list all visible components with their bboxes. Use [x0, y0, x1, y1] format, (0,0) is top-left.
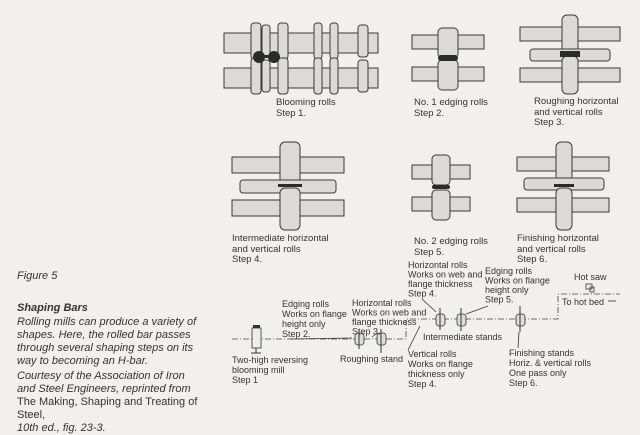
- label-line: Step 4.: [408, 379, 437, 389]
- label-line: flange thickness: [352, 317, 417, 327]
- figure-label: Figure 5: [17, 270, 58, 282]
- label-line: Step 1: [232, 375, 258, 385]
- figure-description: Rolling mills can produce a variety of s…: [17, 316, 197, 367]
- edging-rolls-2-drawing: [411, 154, 471, 221]
- label-line: thickness only: [408, 369, 465, 379]
- label-finishing-stands: Finishing stands Horiz. & vertical rolls…: [509, 348, 592, 388]
- caption-edging-rolls-2: No. 2 edging rolls Step 5.: [414, 236, 488, 258]
- label-line: Works on web and: [352, 308, 426, 318]
- label-line: Works on flange: [408, 359, 473, 369]
- label-horizontal-step4: Horizontal rolls Works on web and flange…: [408, 260, 482, 299]
- label-to-hot-bed: To hot bed: [562, 297, 604, 307]
- caption-line: Step 3.: [534, 117, 565, 128]
- label-line: Works on flange: [485, 276, 550, 286]
- roughing-stands: [354, 329, 387, 353]
- label-line: Edging rolls: [485, 266, 533, 276]
- label-line: Works on flange: [282, 309, 347, 319]
- label-vertical-step4: Vertical rolls Works on flange thickness…: [408, 349, 473, 389]
- figure-title: Shaping Bars: [17, 302, 88, 314]
- caption-line: Step 6.: [517, 254, 548, 265]
- caption-line: Step 1.: [276, 107, 307, 119]
- figure-credit: Courtesy of the Association of Iron and …: [17, 370, 203, 435]
- blooming-rolls-drawing: [223, 22, 379, 95]
- intermediate-stands: [435, 308, 467, 331]
- caption-blooming-rolls: Blooming rolls Step 1.: [276, 97, 336, 119]
- label-edging-step2: Edging rolls Works on flange height only…: [282, 299, 347, 339]
- label-line: Edging rolls: [282, 299, 330, 309]
- credit-suffix: 10th ed., fig. 23-3.: [17, 422, 106, 434]
- label-line: Finishing stands: [509, 348, 575, 358]
- label-line: Step 6.: [509, 378, 538, 388]
- credit-book-title: The Making, Shaping and Treating of Stee…: [17, 396, 198, 421]
- label-hot-saw: Hot saw: [574, 272, 607, 282]
- caption-line: Roughing horizontal: [534, 96, 619, 107]
- intermediate-rolls-drawing: [231, 141, 345, 231]
- edging-rolls-1-drawing: [411, 27, 485, 91]
- caption-line: Blooming rolls: [276, 97, 336, 108]
- caption-edging-rolls-1: No. 1 edging rolls Step 2.: [414, 97, 488, 119]
- label-line: Step 2.: [282, 329, 311, 339]
- caption-line: and vertical rolls: [232, 243, 301, 255]
- blooming-mill-stand: [251, 325, 262, 354]
- credit-prefix: Courtesy of the Association of Iron and …: [17, 370, 191, 395]
- label-blooming-mill: Two-high reversing blooming mill Step 1: [232, 355, 308, 385]
- caption-line: and vertical rolls: [534, 106, 603, 118]
- finishing-stand: [515, 306, 526, 332]
- caption-roughing-rolls: Roughing horizontal and vertical rolls S…: [534, 96, 619, 129]
- caption-line: No. 2 edging rolls: [414, 236, 488, 247]
- label-line: blooming mill: [232, 365, 285, 375]
- label-line: Horizontal rolls: [352, 298, 412, 308]
- caption-intermediate-rolls: Intermediate horizontal and vertical rol…: [232, 233, 329, 266]
- label-line: Two-high reversing: [232, 355, 308, 365]
- label-line: Works on web and: [408, 270, 482, 280]
- label-intermediate-stands: Intermediate stands: [423, 332, 503, 342]
- caption-line: and vertical rolls: [517, 243, 586, 255]
- label-line: Horiz. & vertical rolls: [509, 358, 592, 368]
- label-line: Step 5.: [485, 295, 514, 305]
- label-line: height only: [282, 319, 326, 329]
- caption-line: Intermediate horizontal: [232, 233, 329, 244]
- label-line: flange thickness: [408, 279, 473, 289]
- finishing-rolls-drawing: [516, 141, 610, 231]
- hot-saw-icon: [585, 283, 595, 293]
- caption-line: Step 5.: [414, 246, 445, 258]
- caption-line: Step 2.: [414, 107, 445, 119]
- label-horizontal-step3: Horizontal rolls Works on web and flange…: [352, 298, 426, 337]
- label-line: Step 3.: [352, 327, 381, 337]
- label-line: One pass only: [509, 368, 567, 378]
- process-flow-diagram: Two-high reversing blooming mill Step 1 …: [232, 260, 620, 389]
- roughing-rolls-drawing: [519, 14, 621, 95]
- label-line: Horizontal rolls: [408, 260, 468, 270]
- label-line: Vertical rolls: [408, 349, 457, 359]
- label-edging-step5: Edging rolls Works on flange height only…: [485, 266, 550, 305]
- caption-finishing-rolls: Finishing horizontal and vertical rolls …: [517, 233, 599, 266]
- caption-line: Finishing horizontal: [517, 233, 599, 244]
- caption-line: Step 4.: [232, 254, 263, 265]
- label-roughing-stand: Roughing stand: [340, 354, 403, 364]
- label-line: Step 4.: [408, 289, 437, 299]
- label-line: height only: [485, 285, 529, 295]
- roll-diagrams: [223, 14, 621, 231]
- caption-line: No. 1 edging rolls: [414, 97, 488, 108]
